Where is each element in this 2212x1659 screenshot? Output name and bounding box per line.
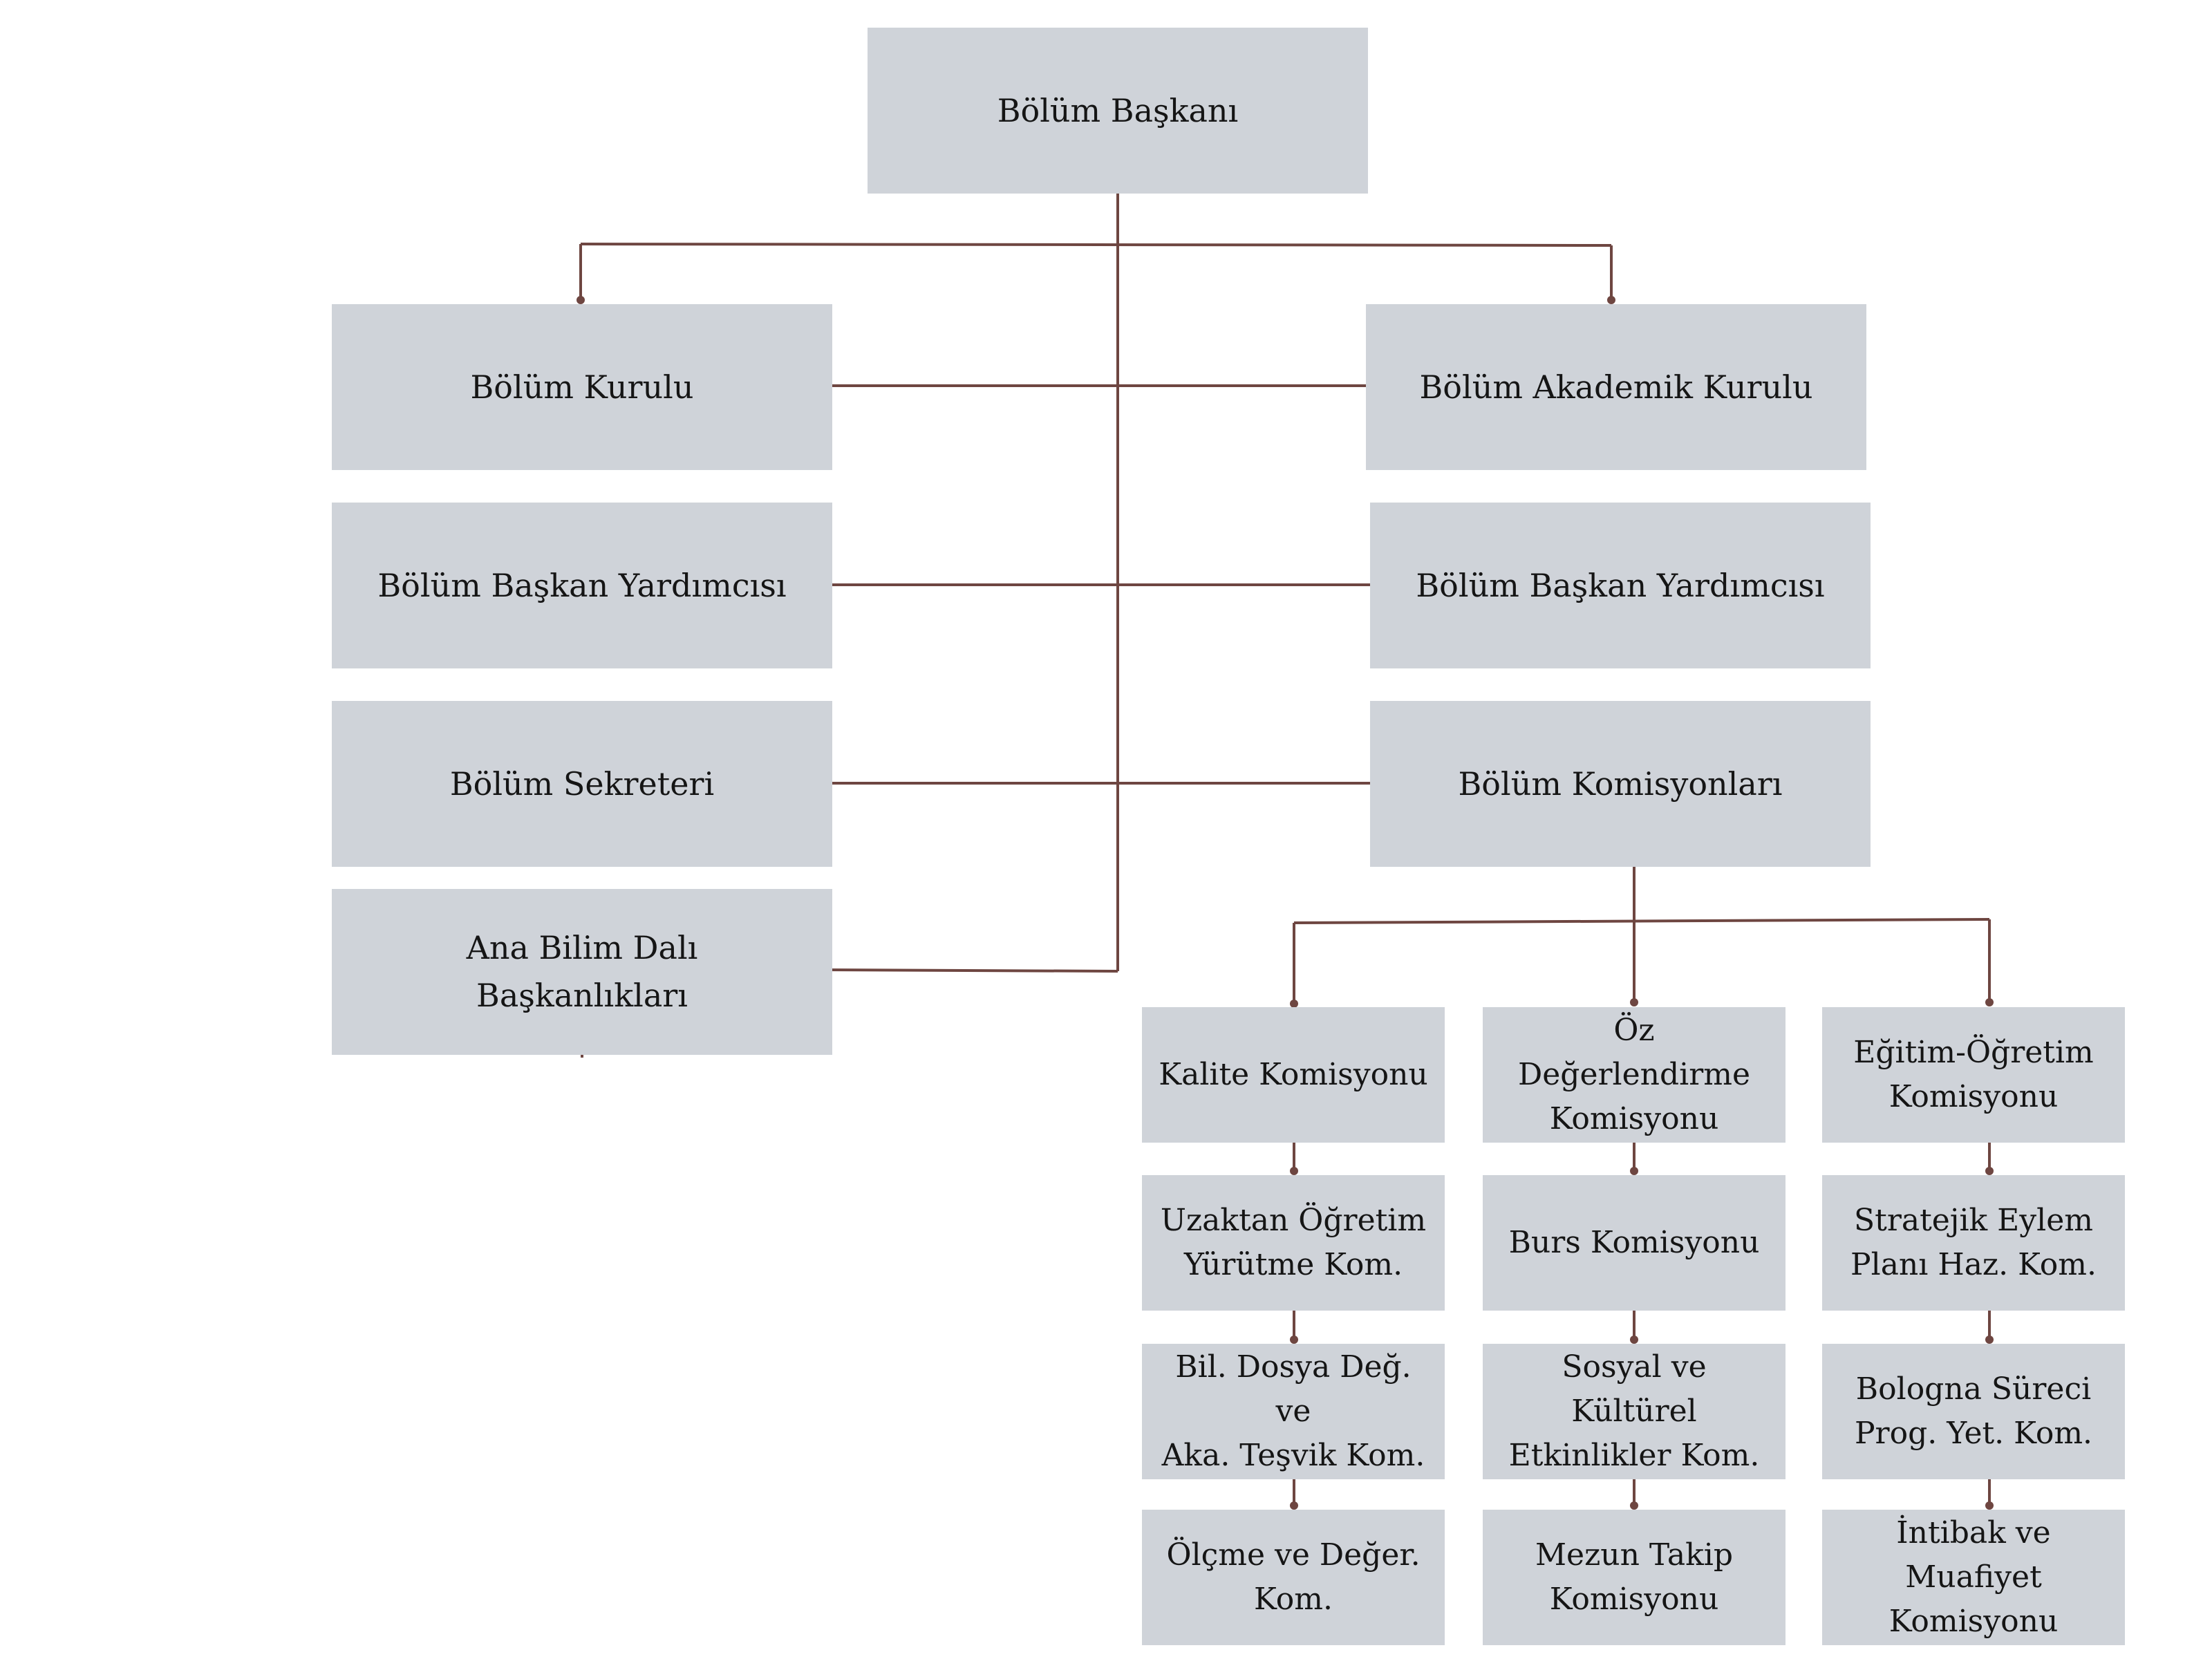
node-bolum-sekreteri: Bölüm Sekreteri: [332, 701, 832, 867]
node-bolum-kurulu: Bölüm Kurulu: [332, 304, 832, 470]
node-commission: Bologna Süreci Prog. Yet. Kom.: [1822, 1344, 2125, 1479]
c1-link1-dot: [1290, 1167, 1298, 1175]
node-commission: Mezun Takip Komisyonu: [1483, 1510, 1785, 1645]
node-label: Sosyal ve Kültürel Etkinlikler Kom.: [1508, 1349, 1760, 1473]
node-label: Bölüm Kurulu: [470, 368, 694, 406]
node-commission: Eğitim-Öğretim Komisyonu: [1822, 1007, 2125, 1143]
node-label: Bölüm Başkanı: [997, 91, 1239, 129]
node-label: Eğitim-Öğretim Komisyonu: [1853, 1035, 2094, 1114]
c2-link3-dot: [1630, 1501, 1638, 1510]
node-label: Uzaktan Öğretim Yürütme Kom.: [1160, 1203, 1427, 1282]
node-label: Ölçme ve Değer. Kom.: [1166, 1537, 1421, 1617]
node-label: Bölüm Akademik Kurulu: [1419, 368, 1813, 406]
node-label: Kalite Komisyonu: [1159, 1057, 1428, 1093]
node-label: Bölüm Komisyonları: [1458, 765, 1783, 803]
node-commission: Burs Komisyonu: [1483, 1175, 1785, 1311]
node-commission: İntibak ve Muafiyet Komisyonu: [1822, 1510, 2125, 1645]
c3-link2-dot: [1985, 1335, 1994, 1344]
drop-akad-dot: [1607, 296, 1615, 304]
c1-link2-dot: [1290, 1335, 1298, 1344]
node-bolum-baskani: Bölüm Başkanı: [868, 28, 1368, 194]
node-commission: Öz Değerlendirme Komisyonu: [1483, 1007, 1785, 1143]
node-label: Bil. Dosya Değ. ve Aka. Teşvik Kom.: [1161, 1349, 1425, 1473]
node-label: Ana Bilim Dalı Başkanlıkları: [466, 929, 698, 1014]
node-commission: Uzaktan Öğretim Yürütme Kom.: [1142, 1175, 1445, 1311]
node-baskan-yardimcisi-right: Bölüm Başkan Yardımcısı: [1370, 503, 1871, 668]
node-commission: Kalite Komisyonu: [1142, 1007, 1445, 1143]
komis-bar-line: [1293, 918, 1990, 924]
komis-drop3-dot: [1985, 998, 1994, 1006]
node-akademik-kurulu: Bölüm Akademik Kurulu: [1366, 304, 1866, 470]
node-label: İntibak ve Muafiyet Komisyonu: [1888, 1515, 2059, 1639]
top-bar-line: [580, 243, 1612, 247]
node-label: Bölüm Başkan Yardımcısı: [377, 566, 787, 604]
komis-drop1-dot: [1290, 1000, 1298, 1008]
rung-anabilim-line: [826, 968, 1118, 973]
node-commission: Bil. Dosya Değ. ve Aka. Teşvik Kom.: [1142, 1344, 1445, 1479]
node-label: Öz Değerlendirme Komisyonu: [1517, 1013, 1751, 1136]
node-label: Bölüm Başkan Yardımcısı: [1416, 566, 1825, 604]
node-commission: Ölçme ve Değer. Kom.: [1142, 1510, 1445, 1645]
c2-link2-dot: [1630, 1335, 1638, 1344]
node-label: Stratejik Eylem Planı Haz. Kom.: [1850, 1203, 2097, 1282]
node-label: Bölüm Sekreteri: [449, 765, 715, 803]
node-label: Bologna Süreci Prog. Yet. Kom.: [1854, 1371, 2093, 1451]
c3-link3-dot: [1985, 1501, 1994, 1510]
c3-link1-dot: [1985, 1167, 1994, 1175]
node-label: Burs Komisyonu: [1508, 1225, 1760, 1261]
c2-link1-dot: [1630, 1167, 1638, 1175]
c1-link3-dot: [1290, 1501, 1298, 1510]
node-ana-bilim-dali: Ana Bilim Dalı Başkanlıkları: [332, 889, 832, 1055]
node-bolum-komisyonlari: Bölüm Komisyonları: [1370, 701, 1871, 867]
node-label: Mezun Takip Komisyonu: [1535, 1537, 1733, 1617]
drop-kurul-dot: [577, 296, 585, 304]
node-commission: Stratejik Eylem Planı Haz. Kom.: [1822, 1175, 2125, 1311]
node-baskan-yardimcisi-left: Bölüm Başkan Yardımcısı: [332, 503, 832, 668]
node-commission: Sosyal ve Kültürel Etkinlikler Kom.: [1483, 1344, 1785, 1479]
komis-drop2-dot: [1630, 998, 1638, 1006]
